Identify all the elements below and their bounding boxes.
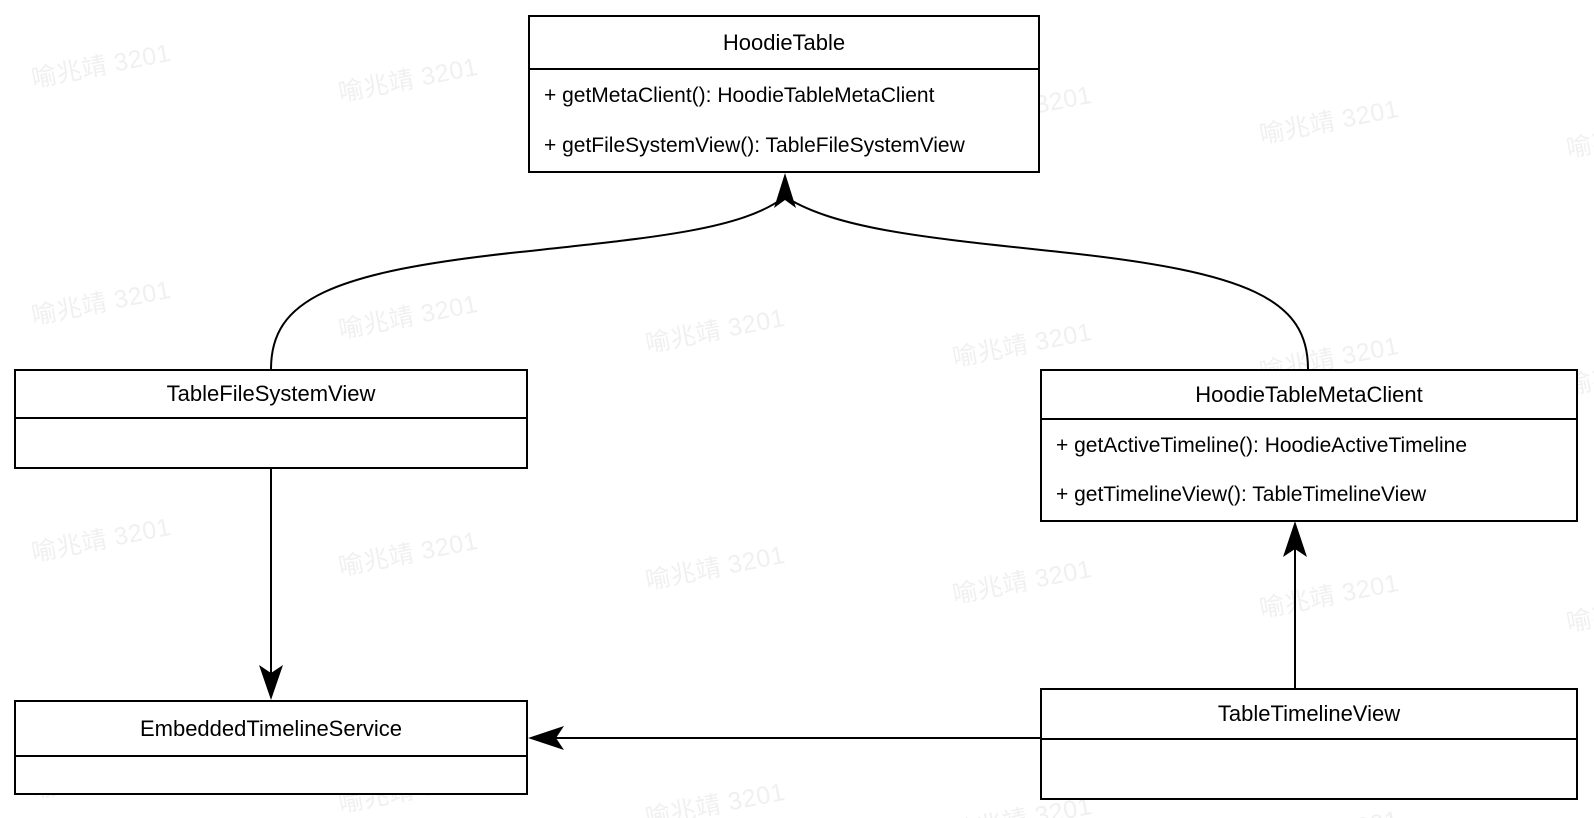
- uml-class-hoodie-table[interactable]: HoodieTable+ getMetaClient(): HoodieTabl…: [528, 15, 1040, 173]
- uml-member: + getMetaClient(): HoodieTableMetaClient: [544, 84, 935, 108]
- uml-class-name-hoodie-table: HoodieTable: [530, 17, 1038, 70]
- uml-class-table-timeline-view[interactable]: TableTimelineView: [1040, 688, 1578, 800]
- uml-class-table-file-system-view[interactable]: TableFileSystemView: [14, 369, 528, 469]
- uml-member: + getTimelineView(): TableTimelineView: [1056, 483, 1427, 506]
- uml-member: + getActiveTimeline(): HoodieActiveTimel…: [1056, 433, 1468, 457]
- uml-class-name-embedded-timeline-service: EmbeddedTimelineService: [16, 702, 526, 757]
- edge-tabletimelineview-to-embeddedtimelineservice: [528, 726, 1040, 750]
- edge-tablefilesystemview-to-embeddedtimelineservice: [259, 469, 283, 700]
- uml-members-compartment-table-file-system-view: [16, 419, 526, 467]
- uml-members-compartment-hoodie-table-meta-client: + getActiveTimeline(): HoodieActiveTimel…: [1042, 420, 1576, 520]
- uml-members-compartment-hoodie-table: + getMetaClient(): HoodieTableMetaClient…: [530, 70, 1038, 171]
- edge-tabletimelineview-to-hoodietablemetaclient: [1283, 521, 1307, 688]
- uml-class-name-table-file-system-view: TableFileSystemView: [16, 371, 526, 419]
- edge-tablefilesystemview-to-hoodietable: [270, 197, 784, 370]
- uml-class-embedded-timeline-service[interactable]: EmbeddedTimelineService: [14, 700, 528, 795]
- arrowhead-into-hoodietable: [774, 173, 796, 208]
- uml-class-name-table-timeline-view: TableTimelineView: [1042, 690, 1576, 740]
- uml-member: + getFileSystemView(): TableFileSystemVi…: [544, 133, 965, 157]
- uml-members-compartment-embedded-timeline-service: [16, 757, 526, 793]
- uml-class-name-hoodie-table-meta-client: HoodieTableMetaClient: [1042, 371, 1576, 420]
- uml-class-hoodie-table-meta-client[interactable]: HoodieTableMetaClient + getActiveTimeline…: [1040, 369, 1578, 522]
- edge-hoodietablemetaclient-to-hoodietable: [786, 197, 1309, 370]
- uml-members-compartment-table-timeline-view: [1042, 740, 1576, 798]
